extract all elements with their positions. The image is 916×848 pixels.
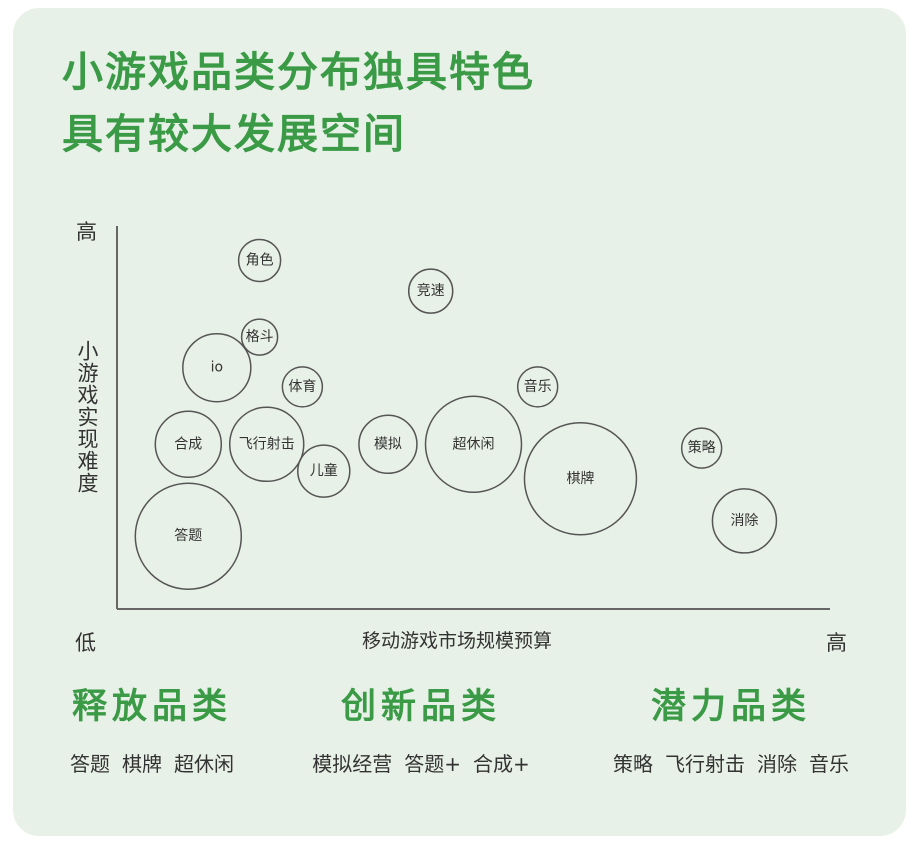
- y-axis-high-label: 高: [76, 220, 97, 244]
- x-axis-high-label: 高: [826, 631, 847, 655]
- bubble: [237, 238, 282, 283]
- category-item: 飞行射击: [665, 752, 745, 776]
- bubble-label: 竞速: [417, 282, 445, 299]
- bubble-label: 策略: [688, 439, 716, 456]
- x-axis-title: 移动游戏市场规模预算: [362, 630, 553, 652]
- content-card: [13, 8, 906, 836]
- bubble: [281, 366, 324, 408]
- bubble-label: io: [211, 360, 223, 376]
- category-title: 创新品类: [340, 687, 501, 727]
- bubble-label: 体育: [288, 379, 316, 395]
- bubble: [424, 395, 523, 494]
- bubble-label: 模拟: [374, 436, 402, 452]
- category-items: 模拟经营答题+ 合成+: [293, 748, 549, 777]
- bubble: [182, 332, 252, 403]
- category-item: 答题+: [404, 752, 461, 776]
- y-axis-title: 小游戏实现难度: [75, 340, 99, 494]
- bubble: [134, 482, 243, 590]
- page-title: 小游戏品类分布独具特色: [62, 48, 535, 96]
- category-group-release: 释放品类 答题棋牌超休闲: [52, 690, 252, 777]
- bubble: [407, 268, 454, 314]
- category-group-potential: 潜力品类 策略飞行射击消除音乐: [586, 690, 876, 777]
- bubble-label: 超休闲: [453, 436, 495, 452]
- category-item: 音乐: [809, 752, 849, 776]
- category-title: 潜力品类: [650, 687, 811, 727]
- category-item: 策略: [613, 752, 653, 776]
- category-items: 答题棋牌超休闲: [52, 748, 252, 777]
- page-subtitle: 具有较大发展空间: [62, 110, 406, 158]
- bubble: [358, 414, 418, 475]
- bubble: [154, 410, 223, 479]
- category-item: 超休闲: [174, 752, 234, 776]
- bubble-label: 儿童: [310, 462, 338, 479]
- category-item: 合成+: [473, 752, 530, 776]
- bubble-label: 合成: [174, 436, 202, 452]
- category-item: 棋牌: [122, 752, 162, 776]
- bubble: [516, 366, 559, 408]
- category-title: 释放品类: [71, 687, 232, 727]
- bubble: [711, 488, 778, 554]
- bubble-label: 棋牌: [566, 470, 594, 487]
- category-group-innovate: 创新品类 模拟经营答题+ 合成+: [293, 690, 549, 777]
- category-item: 答题: [70, 752, 110, 776]
- bubble: [680, 427, 723, 469]
- category-item: 模拟经营: [312, 752, 393, 776]
- x-axis-low-label: 低: [75, 631, 96, 655]
- bubble-label: 消除: [730, 513, 758, 529]
- bubble-label: 答题: [174, 527, 202, 544]
- category-item: 消除: [757, 752, 797, 776]
- bubble: [523, 422, 638, 536]
- bubble: [297, 444, 351, 498]
- category-items: 策略飞行射击消除音乐: [586, 748, 876, 777]
- bubble-label: 飞行射击: [239, 436, 295, 452]
- bubble: [240, 318, 279, 356]
- bubble: [228, 406, 305, 483]
- bubble-label: 角色: [246, 251, 274, 268]
- bubble-label: 音乐: [524, 378, 552, 395]
- bubble-label: 格斗: [246, 329, 274, 345]
